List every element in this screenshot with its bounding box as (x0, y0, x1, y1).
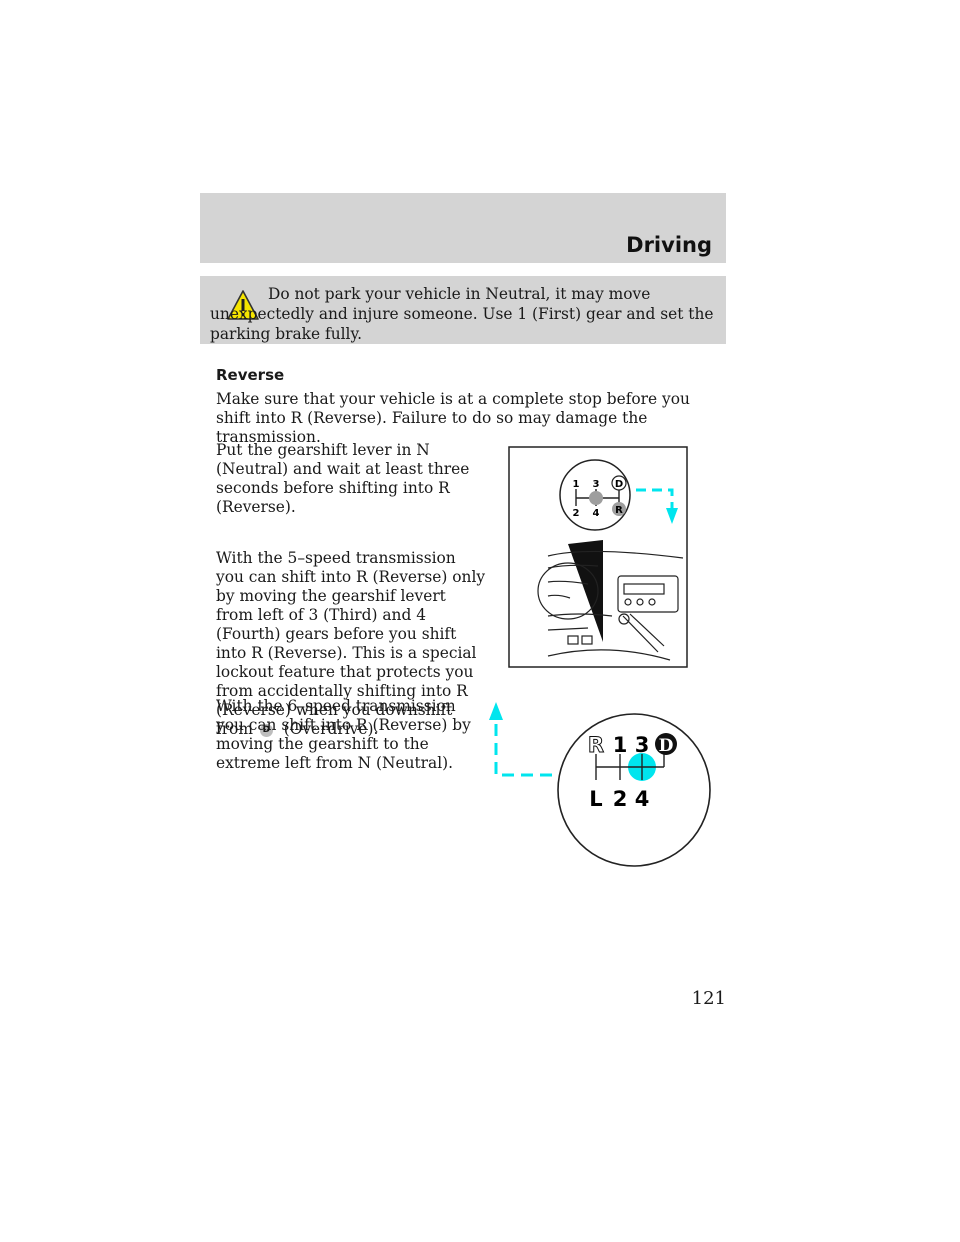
gear-4-label: 4 (635, 787, 650, 811)
gear-1-label: 1 (573, 479, 580, 490)
gear-d-label: D (615, 479, 623, 490)
dashboard-illustration (537, 550, 684, 661)
page-number: 121 (691, 988, 726, 1009)
gear-l-label: L (589, 787, 602, 811)
gear-3-label: 3 (635, 733, 650, 757)
shift-path-arrow (494, 720, 552, 777)
overdrive-symbol-icon: D (259, 724, 273, 737)
reverse-paragraph-2: Put the gearshift lever in N (Neutral) a… (216, 441, 470, 516)
gear-3-label: 3 (593, 479, 600, 490)
gear-2-label: 2 (613, 787, 628, 811)
arrow-head (666, 508, 678, 524)
p3-text-after: (Overdrive). (283, 720, 379, 738)
warning-box: Do not park your vehicle in Neutral, it … (200, 276, 726, 344)
reverse-heading: Reverse (216, 366, 285, 384)
five-speed-shift-diagram: 1 3 D 2 4 R (508, 446, 688, 668)
gear-1-label: 1 (613, 733, 628, 757)
p3-text-before: With the 5–speed transmission you can sh… (216, 549, 486, 738)
reverse-paragraph-3: With the 5–speed transmission you can sh… (216, 549, 486, 739)
six-speed-shift-diagram: R 1 3 D L 2 4 (489, 702, 711, 867)
gear-r-label: R (588, 733, 604, 757)
warning-text: Do not park your vehicle in Neutral, it … (210, 285, 714, 343)
warning-triangle-icon (227, 290, 259, 320)
reverse-paragraph-1: Make sure that your vehicle is at a comp… (216, 390, 690, 446)
section-header: Driving (200, 193, 726, 263)
shift-path-arrow (636, 488, 674, 508)
gear-r-label: R (615, 505, 623, 516)
gear-d-label: D (659, 736, 674, 756)
arrow-head (489, 702, 503, 720)
reverse-paragraph-4: With the 6–speed transmission you can sh… (216, 697, 471, 772)
gear-2-label: 2 (573, 508, 580, 519)
gear-4-label: 4 (593, 508, 600, 519)
neutral-dot (589, 491, 603, 505)
section-title: Driving (626, 233, 712, 257)
